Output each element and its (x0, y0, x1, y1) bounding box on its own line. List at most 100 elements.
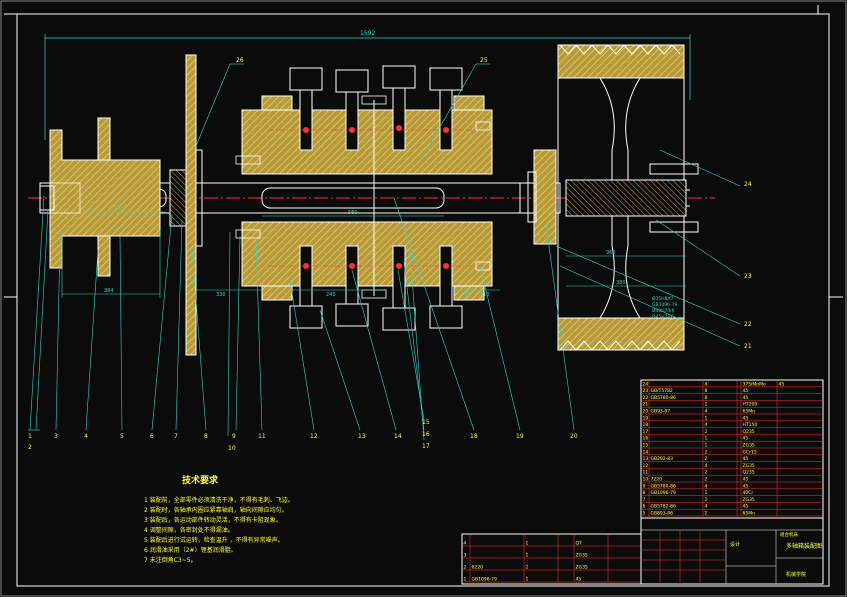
table-cell: 1 (526, 553, 529, 559)
table-cell: 2 (464, 565, 467, 571)
table-cell: 17 (643, 429, 649, 435)
tech-requirement-line: 4 调整间隙，各密封处不得漏油。 (144, 527, 234, 534)
table-cell: GB5780-86 (651, 483, 677, 489)
dim-right-b: 60 (464, 292, 470, 298)
table-cell: 18 (643, 422, 649, 428)
table-cell: 24 (643, 381, 649, 387)
table-cell: 2 (705, 429, 708, 435)
callout-label: 12 (310, 433, 318, 440)
table-cell: 45 (779, 381, 785, 387)
tech-requirement-line: 7 未注倒角C3~5。 (144, 557, 197, 564)
table-cell: 1 (705, 436, 708, 442)
callout-label: 5 (120, 433, 124, 440)
table-cell: 2 (705, 497, 708, 503)
table-cell: 20 (643, 409, 649, 415)
tech-requirement-line: 5 装配后进行试运转，检查温升 ，不得有异常噪声。 (144, 537, 284, 544)
callout-label: 17 (422, 443, 430, 450)
table-cell: GB/T5782 (651, 388, 673, 394)
tech-requirement-line: 3 装配后，各运动部件转动灵活，不得有卡阻现象。 (144, 517, 282, 524)
fit-annotation: Ø35H8/f7 (652, 295, 674, 302)
table-cell: 10 (643, 477, 649, 483)
callout-label: 21 (744, 343, 752, 350)
sheet-inner-border (16, 13, 830, 587)
dim-left-hub: 150 (114, 206, 124, 212)
table-cell: 1 (705, 490, 708, 496)
callout-label: 6 (150, 433, 154, 440)
overall-dimension-text: 1592 (360, 30, 375, 37)
table-cell: 8 (705, 395, 708, 401)
dim-shaft-keyway: 580 (348, 210, 358, 216)
fit-annotation: GB1096-79 (652, 302, 678, 308)
tech-requirement-line: 1 装配前，全部零件必须清洗干净，不得有毛刺、飞边。 (144, 497, 294, 504)
table-cell: 4 (705, 504, 708, 510)
table-cell: 21 (643, 402, 649, 408)
callout-label: 2 (28, 444, 32, 451)
table-cell: GCr15 (743, 449, 757, 455)
callout-label: 8 (204, 433, 208, 440)
table-cell: 22 (643, 395, 649, 401)
table-cell: QT (576, 541, 583, 547)
table-cell: 2 (705, 511, 708, 517)
table-cell: 8 (643, 490, 646, 496)
table-cell: 45 (576, 577, 582, 583)
table-cell: GB93-87 (651, 409, 671, 415)
title-block-drawing-title: 多轴箱装配图 (786, 542, 822, 550)
table-cell: 1 (705, 402, 708, 408)
dim-right-a: 240 (326, 292, 336, 298)
table-cell: 2 (705, 456, 708, 462)
callout-label: 7 (174, 433, 178, 440)
tech-requirement-line: 2 装配时，各轴承内圈应紧靠轴肩，轴向间隙应均匀。 (144, 507, 288, 514)
table-cell: 3 (464, 553, 467, 559)
table-cell: 45 (743, 415, 749, 421)
fit-annotations: Ø35H8/f7 GB1096-79 Ø40H7/k6 Ø45H7/r6 (652, 295, 678, 320)
callout-label: 16 (422, 431, 430, 438)
callout-label: 19 (516, 433, 524, 440)
table-cell: ZG35 (576, 565, 588, 571)
title-block: 多轴箱装配图 组合机床 机械学院 设计 (640, 517, 824, 585)
table-cell: ZG35 (743, 497, 755, 503)
callouts-top: 26 25 24 23 22 21 (236, 57, 752, 350)
table-cell: 12 (643, 463, 649, 469)
left-plate (169, 54, 203, 356)
dim-pulley-bot: 380 (616, 280, 626, 286)
table-cell: Q235 (743, 429, 755, 435)
v-belt-pulley (557, 44, 699, 351)
table-cell: 4 (705, 422, 708, 428)
upper-tool-holders (289, 65, 463, 151)
dim-left-base2: 330 (216, 292, 226, 298)
table-cell: 45 (743, 388, 749, 394)
table-cell: 45 (743, 456, 749, 462)
callout-label: 1 (28, 433, 32, 440)
table-cell: ZG35 (743, 443, 755, 449)
fit-annotation: Ø40H7/k6 (652, 307, 675, 314)
callout-label: 11 (258, 433, 266, 440)
overall-dimension (44, 34, 691, 140)
table-cell: 37SiMnMo (743, 381, 766, 387)
table-cell: 6 (643, 504, 646, 510)
table-cell: 2 (705, 449, 708, 455)
table-cell: 7 (643, 497, 646, 503)
tech-requirement-line: 6 润滑油采用（2#）锂基润滑脂。 (144, 547, 237, 554)
table-cell: 4 (705, 463, 708, 469)
title-block-sign: 设计 (730, 541, 740, 548)
callouts-bottom: 1 2 3 4 5 6 7 8 9 10 11 12 13 14 15 16 1… (28, 419, 578, 452)
table-cell: 11 (643, 470, 649, 476)
table-cell: 19 (643, 415, 649, 421)
callout-label: 10 (228, 445, 236, 452)
left-flange (39, 117, 161, 277)
table-cell: 45 (743, 483, 749, 489)
callout-label: 22 (744, 321, 752, 328)
dim-pulley-top: 960 (606, 250, 616, 256)
table-cell: GB5780-86 (651, 395, 677, 401)
callout-label: 24 (744, 181, 752, 188)
table-cell: 15 (643, 443, 649, 449)
table-cell: Q235 (743, 470, 755, 476)
table-cell: GB5782-86 (651, 504, 677, 510)
table-cell: 65Mn (743, 511, 756, 517)
table-cell: 45 (743, 504, 749, 510)
table-cell: 2 (705, 477, 708, 483)
table-cell: 13 (643, 456, 649, 462)
table-cell: 16 (643, 436, 649, 442)
table-cell: GB1096-79 (651, 490, 677, 496)
